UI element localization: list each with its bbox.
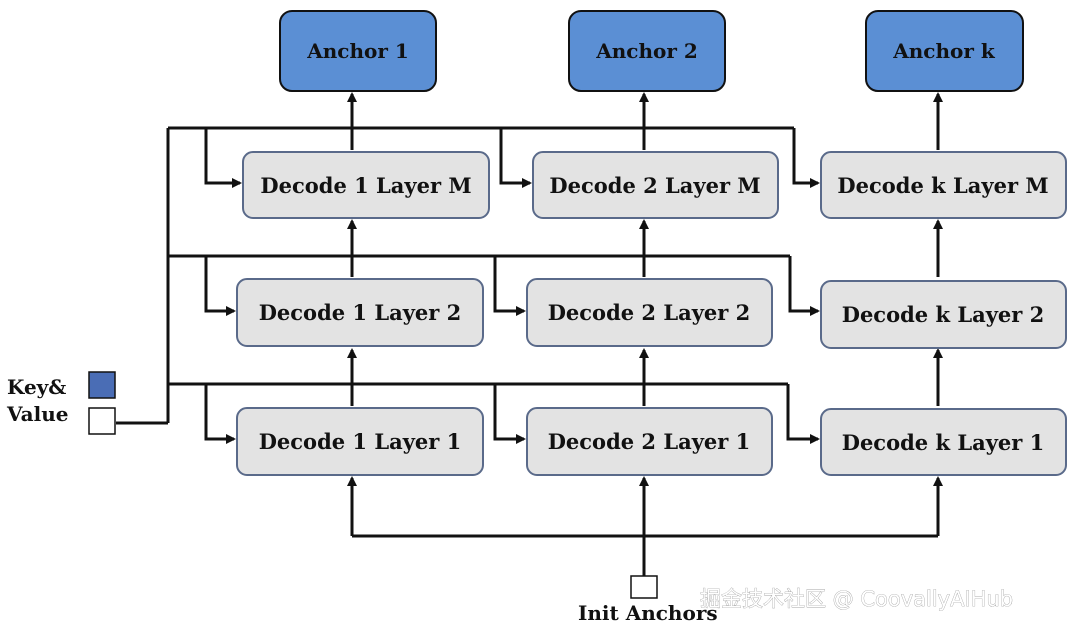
key-swatch bbox=[88, 371, 116, 399]
key-label: Key& bbox=[7, 375, 66, 399]
decoder-1-layer-2-label: Decode 1 Layer 2 bbox=[259, 300, 462, 325]
decoder-1-layer-1-label: Decode 1 Layer 1 bbox=[259, 429, 462, 454]
anchor-row: Anchor 1 Anchor 2 Anchor k bbox=[279, 10, 1024, 92]
decoder-1-layer-2: Decode 1 Layer 2 bbox=[236, 278, 484, 347]
decoder-k-layer-m: Decode k Layer M bbox=[820, 151, 1067, 219]
decoder-row-layer-m: Decode 1 Layer M Decode 2 Layer M Decode… bbox=[242, 151, 1067, 219]
decoder-1-layer-1: Decode 1 Layer 1 bbox=[236, 407, 484, 476]
decoder-2-layer-1-label: Decode 2 Layer 1 bbox=[548, 429, 751, 454]
anchor-1-box: Anchor 1 bbox=[279, 10, 437, 92]
anchor-2-label: Anchor 2 bbox=[595, 39, 698, 63]
decoder-2-layer-2: Decode 2 Layer 2 bbox=[526, 278, 773, 347]
key-value-legend: Key& Value bbox=[6, 371, 116, 435]
anchor-1-label: Anchor 1 bbox=[306, 39, 409, 63]
decoder-row-layer-1: Decode 1 Layer 1 Decode 2 Layer 1 Decode… bbox=[236, 407, 1067, 476]
init-anchors-label: Init Anchors bbox=[578, 601, 718, 625]
value-label: Value bbox=[6, 402, 69, 426]
decoder-k-layer-1-label: Decode k Layer 1 bbox=[842, 430, 1045, 455]
watermark-text: 掘金技术社区 @ CoovallyAIHub bbox=[700, 587, 1013, 611]
decoder-1-layer-m: Decode 1 Layer M bbox=[242, 151, 490, 219]
decoder-k-layer-2: Decode k Layer 2 bbox=[820, 280, 1067, 349]
decoder-2-layer-m-label: Decode 2 Layer M bbox=[549, 173, 760, 198]
value-swatch bbox=[88, 407, 116, 435]
decoder-row-layer-2: Decode 1 Layer 2 Decode 2 Layer 2 Decode… bbox=[236, 278, 1067, 349]
init-anchors: Init Anchors bbox=[578, 575, 718, 625]
connector-lines bbox=[116, 92, 943, 576]
decoder-2-layer-m: Decode 2 Layer M bbox=[532, 151, 779, 219]
anchor-2-box: Anchor 2 bbox=[568, 10, 726, 92]
decoder-1-layer-m-label: Decode 1 Layer M bbox=[260, 173, 471, 198]
init-anchors-swatch bbox=[630, 575, 658, 599]
decoder-2-layer-1: Decode 2 Layer 1 bbox=[526, 407, 773, 476]
decoder-k-layer-m-label: Decode k Layer M bbox=[837, 173, 1048, 198]
decoder-2-layer-2-label: Decode 2 Layer 2 bbox=[548, 300, 751, 325]
anchor-k-box: Anchor k bbox=[865, 10, 1024, 92]
anchor-k-label: Anchor k bbox=[892, 39, 996, 63]
decoder-k-layer-2-label: Decode k Layer 2 bbox=[842, 302, 1045, 327]
decoder-k-layer-1: Decode k Layer 1 bbox=[820, 408, 1067, 476]
